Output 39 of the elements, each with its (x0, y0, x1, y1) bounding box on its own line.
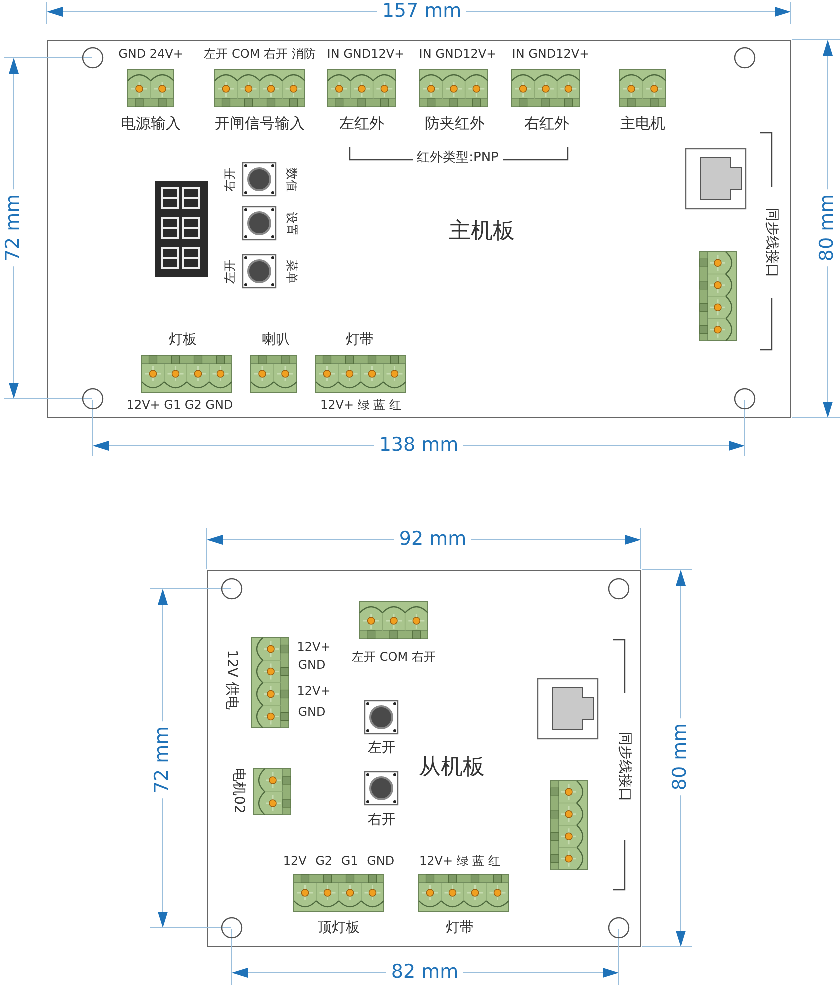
connector-label: 灯板 (169, 332, 197, 348)
button-label: 右开 (368, 812, 396, 828)
connector-label: 电机02 (230, 768, 248, 814)
button-label: 设置 (284, 212, 298, 236)
connector-label: 12V 供电 (224, 650, 240, 710)
button-label: 菜单 (284, 260, 298, 284)
pin-label: 12V+ 绿 蓝 红 (420, 855, 500, 869)
pin-label: 12V+ (297, 685, 331, 699)
connector-label: 同步线接口 (764, 208, 780, 278)
pin-label: IN GND12V+ (419, 48, 497, 62)
button-label: 左开 (224, 260, 238, 284)
pin-label: GND (298, 659, 326, 673)
board-title: 主机板 (449, 218, 515, 246)
button-label: 右开 (224, 168, 238, 192)
pin-label: GND (298, 706, 326, 720)
bracket-label: 红外类型:PNP (413, 152, 503, 166)
pin-label: IN GND12V+ (512, 48, 590, 62)
pin-label: GND 24V+ (118, 48, 184, 62)
pin-label: 12V+ (297, 641, 331, 655)
board-title: 从机板 (419, 754, 485, 782)
connector-label: 灯带 (346, 332, 374, 348)
pin-label: 左开 COM 右开 (352, 651, 436, 665)
pin-label: IN GND12V+ (327, 48, 405, 62)
connector-label: 主电机 (620, 115, 666, 133)
connector-label: 同步线接口 (616, 732, 634, 802)
connector-label: 顶灯板 (318, 920, 360, 936)
pin-label: 左开 COM 右开 消防 (204, 48, 316, 62)
connector-label: 左红外 (340, 115, 384, 133)
pin-label: 12V+ 绿 蓝 红 (320, 399, 402, 413)
button-label: 左开 (368, 740, 396, 756)
pin-label: 12V G2 G1 GND (283, 855, 395, 869)
button-label: 数值 (284, 168, 298, 192)
connector-label: 右红外 (524, 115, 570, 133)
connector-label: 喇叭 (262, 332, 290, 348)
connector-label: 电源输入 (121, 115, 181, 133)
connector-label: 灯带 (446, 920, 474, 936)
connector-label: 开闸信号输入 (215, 115, 305, 133)
pin-label: 12V+ G1 G2 GND (126, 399, 234, 413)
connector-label: 防夹红外 (425, 115, 485, 133)
